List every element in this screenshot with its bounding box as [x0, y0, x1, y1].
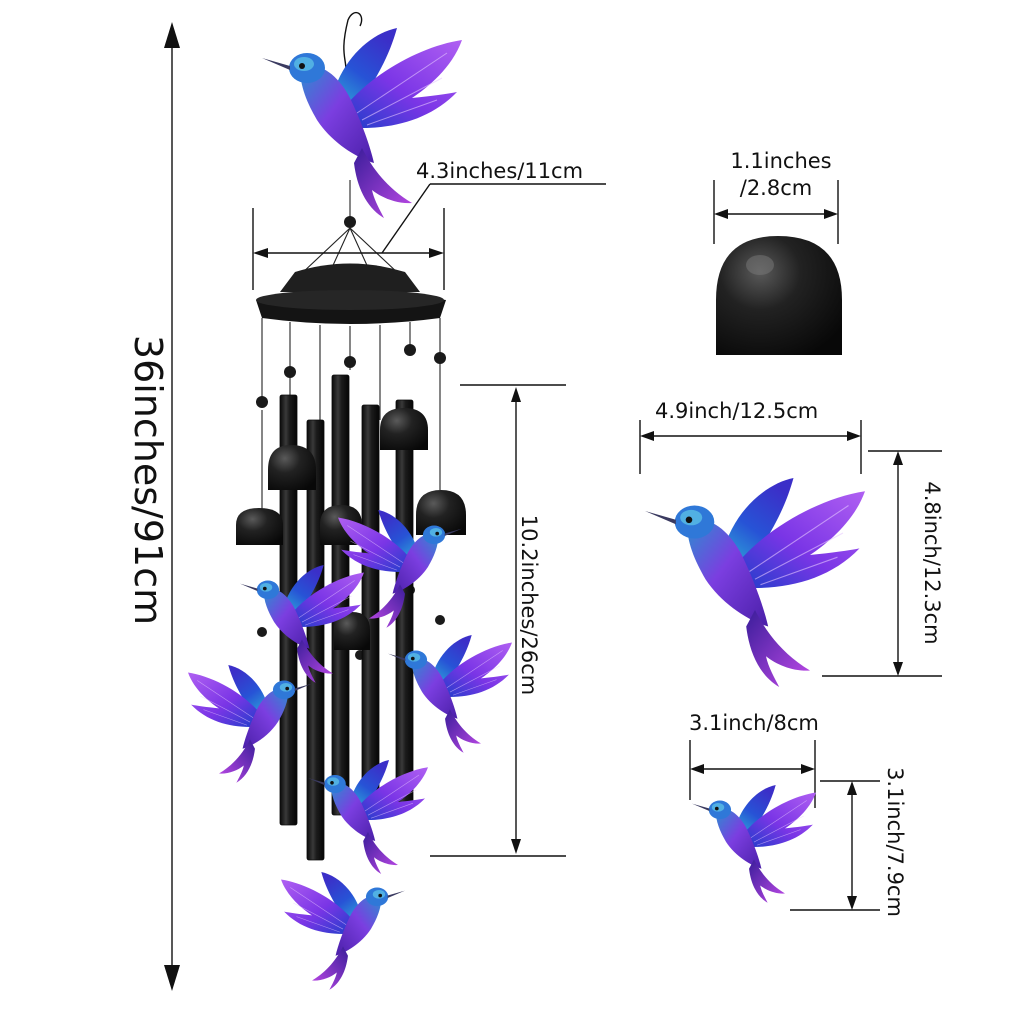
hummingbird-top-icon	[261, 27, 463, 219]
wind-chime	[187, 11, 513, 991]
bell-width-label-line2: /2.8cm	[740, 176, 812, 200]
hummingbird-small-icon	[691, 784, 817, 904]
total-height-label: 36inches/91cm	[126, 335, 170, 625]
hummingbird-icon	[307, 759, 429, 875]
bell-icon	[716, 236, 842, 355]
hook-icon	[343, 11, 363, 71]
hummingbird-large-icon	[644, 477, 866, 688]
bell-width-label-line1: 1.1inches	[730, 149, 831, 173]
large-bird-height-label: 4.8inch/12.3cm	[920, 481, 944, 644]
large-bird-detail: 4.9inch/12.5cm 4.8inch/12.3cm	[639, 399, 944, 688]
small-bird-detail: 3.1inch/8cm 3.1inch/7.9cm	[689, 711, 907, 917]
tube-length-dimension: 10.2inches/26cm	[430, 384, 566, 857]
tube-length-label: 10.2inches/26cm	[517, 515, 541, 695]
top-width-label: 4.3inches/11cm	[416, 159, 583, 183]
top-width-dimension: 4.3inches/11cm	[252, 159, 606, 290]
small-bird-width-label: 3.1inch/8cm	[689, 711, 819, 735]
large-bird-width-label: 4.9inch/12.5cm	[655, 399, 818, 423]
hummingbird-icon	[280, 871, 406, 991]
bell-detail: 1.1inches /2.8cm	[713, 149, 842, 355]
small-bird-height-label: 3.1inch/7.9cm	[883, 767, 907, 917]
total-height-dimension: 36inches/91cm	[126, 22, 180, 991]
